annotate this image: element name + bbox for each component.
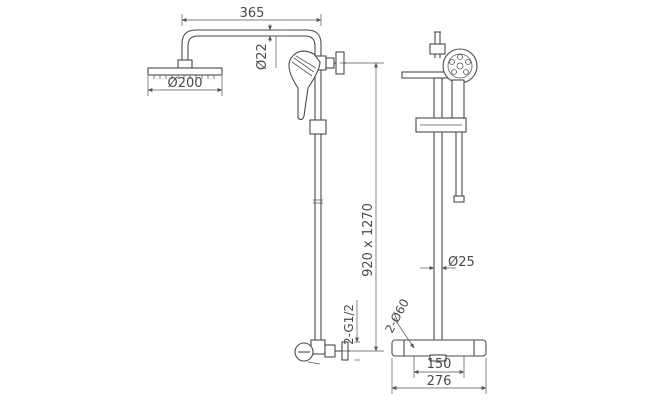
dim-overall-width: 276 <box>427 374 452 389</box>
dim-inlet-thread: 2-G1/2 <box>342 304 356 345</box>
dim-center-distance: 150 <box>427 357 452 372</box>
side-view: 365 Ø22 Ø200 920 x 1270 2-G1/2 <box>147 6 384 365</box>
dim-pipe-diameter-top: Ø22 <box>255 43 270 70</box>
shower-arm <box>181 29 322 62</box>
front-view: Ø25 2-Ø60 150 276 <box>382 31 487 394</box>
dim-arm-length: 365 <box>240 6 265 21</box>
hand-shower-front <box>442 48 478 84</box>
dim-rail-diameter: Ø25 <box>448 255 475 270</box>
hand-shower-handle-front <box>451 79 465 119</box>
hand-shower-side <box>288 50 321 121</box>
rain-shower-head <box>147 67 223 79</box>
arm-connector <box>177 59 193 69</box>
hand-shower-slider <box>309 119 327 135</box>
dim-valve-diameter: 2-Ø60 <box>382 296 412 335</box>
dim-height-range: 920 x 1270 <box>361 203 376 277</box>
dim-head-diameter: Ø200 <box>167 76 202 91</box>
mixer-bar-front <box>391 339 487 364</box>
front-top-fitting <box>429 43 446 55</box>
